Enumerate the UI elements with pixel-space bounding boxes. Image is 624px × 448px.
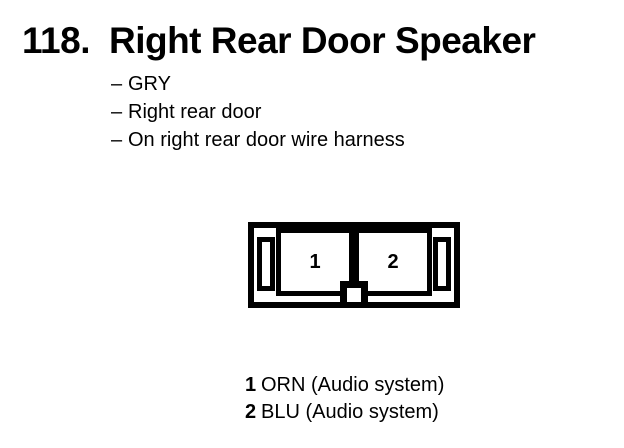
left-latch-slot [257,237,275,291]
cavity-1: 1 [276,228,354,296]
pin-1-label: 1 [309,250,321,273]
connector-diagram: 1 2 [248,222,460,308]
page-heading: 118. Right Rear Door Speaker [22,20,536,61]
detail-text: On right rear door wire harness [128,129,405,151]
pin-legend: 1 ORN (Audio system) 2 BLU (Audio system… [245,372,444,426]
pin-2-label: 2 [387,250,399,273]
dash-bullet: – [111,101,123,123]
index-notch-top [340,281,368,288]
page-title: Right Rear Door Speaker [108,20,536,61]
legend-row-2: 2 BLU (Audio system) [245,399,444,426]
legend-pin-number: 1 [245,374,257,396]
legend-wire-description: ORN (Audio system) [261,374,445,396]
legend-pin-number: 2 [245,401,257,423]
detail-item-harness: – On right rear door wire harness [111,126,405,154]
legend-row-1: 1 ORN (Audio system) [245,372,444,399]
dash-bullet: – [111,73,123,95]
detail-text: GRY [128,73,171,95]
detail-item-location: – Right rear door [111,98,405,126]
index-notch-right-wall [361,288,368,302]
detail-list: – GRY – Right rear door – On right rear … [111,70,405,154]
detail-item-color: – GRY [111,70,405,98]
item-number: 118. [22,20,90,61]
index-notch-opening [347,288,361,302]
index-notch-left-wall [340,288,347,302]
dash-bullet: – [111,129,123,151]
detail-text: Right rear door [128,101,262,123]
right-latch-slot [433,237,451,291]
legend-wire-description: BLU (Audio system) [261,401,439,423]
